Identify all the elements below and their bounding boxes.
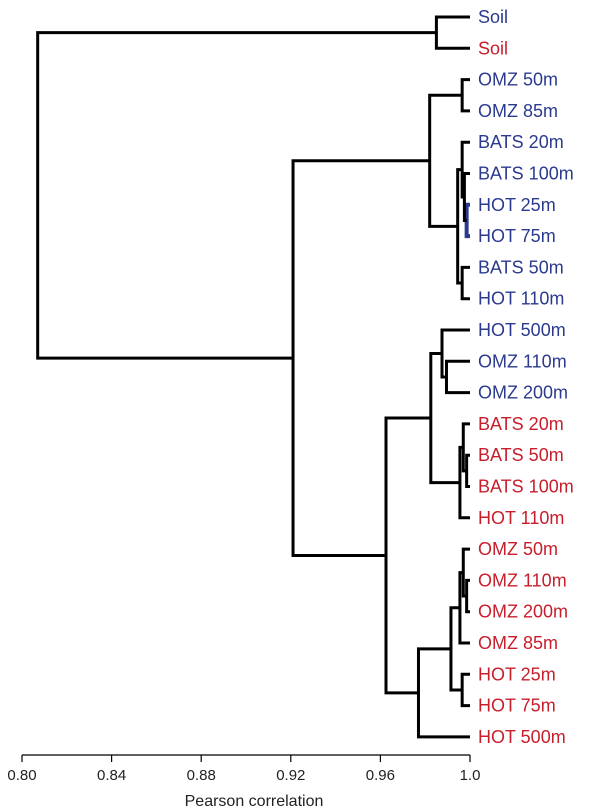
leaf-label: HOT 110m xyxy=(478,508,564,528)
dendrogram-link xyxy=(465,453,470,488)
dendrogram-link xyxy=(434,15,470,50)
x-tick-label: 0.92 xyxy=(276,767,305,784)
leaf-label: BATS 20m xyxy=(478,132,564,152)
leaf-label: OMZ 85m xyxy=(478,633,558,653)
x-tick-label: 1.0 xyxy=(460,767,481,784)
leaf-label: HOT 25m xyxy=(478,195,556,215)
dendrogram-link xyxy=(465,578,470,614)
leaf-label: OMZ 110m xyxy=(478,570,567,590)
x-axis: 0.80 0.84 0.88 0.92 0.96 1.0 xyxy=(7,754,481,784)
dendrogram-link xyxy=(458,445,470,520)
leaf-label: OMZ 200m xyxy=(478,602,568,622)
leaf-label: OMZ 50m xyxy=(478,70,558,90)
x-axis-title: Pearson correlation xyxy=(185,793,324,810)
dendrogram-links xyxy=(36,15,470,739)
leaf-label: HOT 25m xyxy=(478,664,556,684)
leaf-label: HOT 500m xyxy=(478,320,566,340)
dendrogram-link xyxy=(460,140,470,199)
leaf-label: HOT 110m xyxy=(478,289,564,309)
dendrogram-link xyxy=(464,202,470,239)
dendrogram-link xyxy=(460,78,470,113)
leaf-label: HOT 75m xyxy=(478,226,556,246)
leaf-label: OMZ 110m xyxy=(478,351,567,371)
dendrogram-link xyxy=(460,265,470,301)
dendrogram-link xyxy=(36,31,437,360)
dendrogram-link xyxy=(444,359,470,395)
dendrogram-link xyxy=(291,159,430,557)
leaf-label: Soil xyxy=(478,7,508,27)
leaf-label: OMZ 50m xyxy=(478,539,558,559)
dendrogram-link xyxy=(384,416,431,695)
leaf-label: BATS 20m xyxy=(478,414,564,434)
dendrogram-link xyxy=(460,672,470,708)
leaf-label: OMZ 85m xyxy=(478,101,558,121)
leaf-label: BATS 50m xyxy=(478,257,564,277)
leaf-label: HOT 500m xyxy=(478,727,566,747)
x-tick-label: 0.96 xyxy=(366,767,395,784)
x-tick-label: 0.84 xyxy=(97,767,126,784)
leaf-label: OMZ 200m xyxy=(478,383,568,403)
dendrogram-link xyxy=(458,571,470,645)
x-tick-label: 0.88 xyxy=(187,767,216,784)
leaf-label: BATS 100m xyxy=(478,164,574,184)
x-tick-label: 0.80 xyxy=(7,767,36,784)
leaf-label: BATS 100m xyxy=(478,477,574,497)
leaf-label: BATS 50m xyxy=(478,445,564,465)
leaf-label: HOT 75m xyxy=(478,696,556,716)
leaf-label: Soil xyxy=(478,38,508,58)
